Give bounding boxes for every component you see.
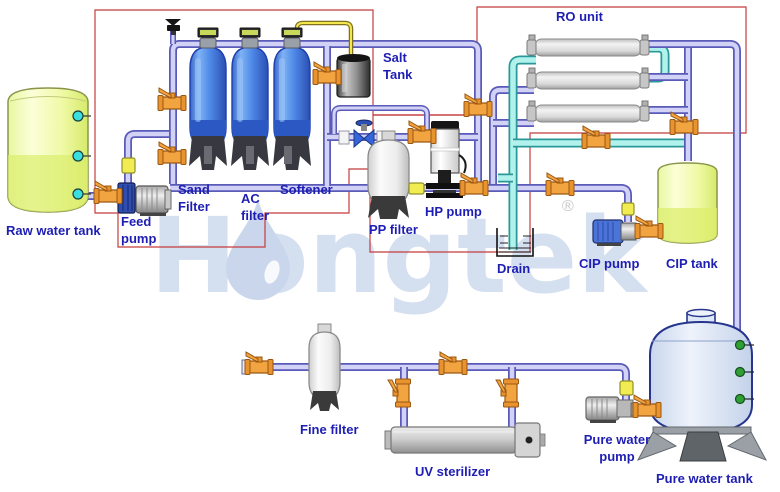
flow-indicator-cip — [621, 202, 635, 216]
membrane-3 — [526, 100, 650, 123]
pure-water-pump — [585, 396, 638, 423]
label-sand-filter: Sand Filter — [178, 182, 210, 214]
flow-indicator-pure — [619, 380, 634, 396]
label-cip-tank: CIP tank — [666, 256, 718, 271]
level-sensor-dots — [72, 110, 91, 200]
label-uv-sterilizer: UV sterilizer — [415, 464, 491, 479]
fine-filter — [308, 323, 341, 411]
label-pure-water-tank: Pure water tank — [656, 471, 753, 486]
uv-sterilizer — [384, 422, 546, 458]
label-ac-filter: AC filter — [241, 191, 270, 223]
softener-vessel — [273, 27, 311, 170]
watermark-logo: Hongtek ® — [150, 195, 649, 317]
ac-filter-vessel — [231, 27, 269, 170]
label-pp-filter: PP filter — [369, 222, 418, 237]
label-pure-water-pump: Pure water pump — [583, 432, 651, 464]
label-hp-pump: HP pump — [425, 204, 482, 219]
watermark-text: Hongtek — [150, 195, 649, 317]
raw-water-tank — [7, 87, 91, 213]
valve-uv-inlet — [387, 378, 412, 408]
vent-valve — [165, 19, 181, 35]
label-feed-pump: Feed pump — [121, 214, 157, 246]
valve-uv-outlet — [495, 378, 520, 408]
pp-filter — [367, 130, 410, 219]
label-drain: Drain — [497, 261, 531, 276]
pretreatment-outline — [94, 9, 374, 248]
brine-piping — [294, 20, 354, 56]
valves — [93, 19, 699, 419]
valve-concentrate — [581, 125, 611, 150]
label-softener: Softener — [280, 182, 333, 197]
membrane-1 — [526, 34, 650, 57]
valve-product-line-mid — [438, 351, 468, 376]
pure-water-tank — [636, 308, 768, 462]
ro-membranes — [526, 34, 650, 123]
label-fine-filter: Fine filter — [300, 422, 359, 437]
valve-product-line-left — [244, 351, 274, 376]
cip-tank — [657, 162, 718, 244]
media-filters — [189, 27, 311, 170]
label-ro-unit: RO unit — [556, 9, 603, 24]
tank-base — [636, 426, 768, 462]
label-salt-tank: Salt Tank — [383, 50, 413, 82]
label-cip-pump: CIP pump — [579, 256, 640, 271]
flow-indicators — [121, 157, 635, 396]
flow-indicator-feed — [121, 157, 136, 174]
permeate-piping — [645, 40, 741, 331]
membrane-2 — [526, 67, 650, 90]
sand-filter-vessel — [189, 27, 227, 170]
registered-mark: ® — [562, 198, 574, 215]
valve-feed-line — [545, 172, 575, 197]
label-raw-water-tank: Raw water tank — [6, 223, 101, 238]
level-sensor-dots-green — [734, 339, 754, 405]
flow-indicator-pp — [408, 182, 425, 195]
salt-tank — [336, 54, 371, 98]
feed-pump — [117, 182, 172, 216]
drain-pit — [496, 228, 534, 257]
